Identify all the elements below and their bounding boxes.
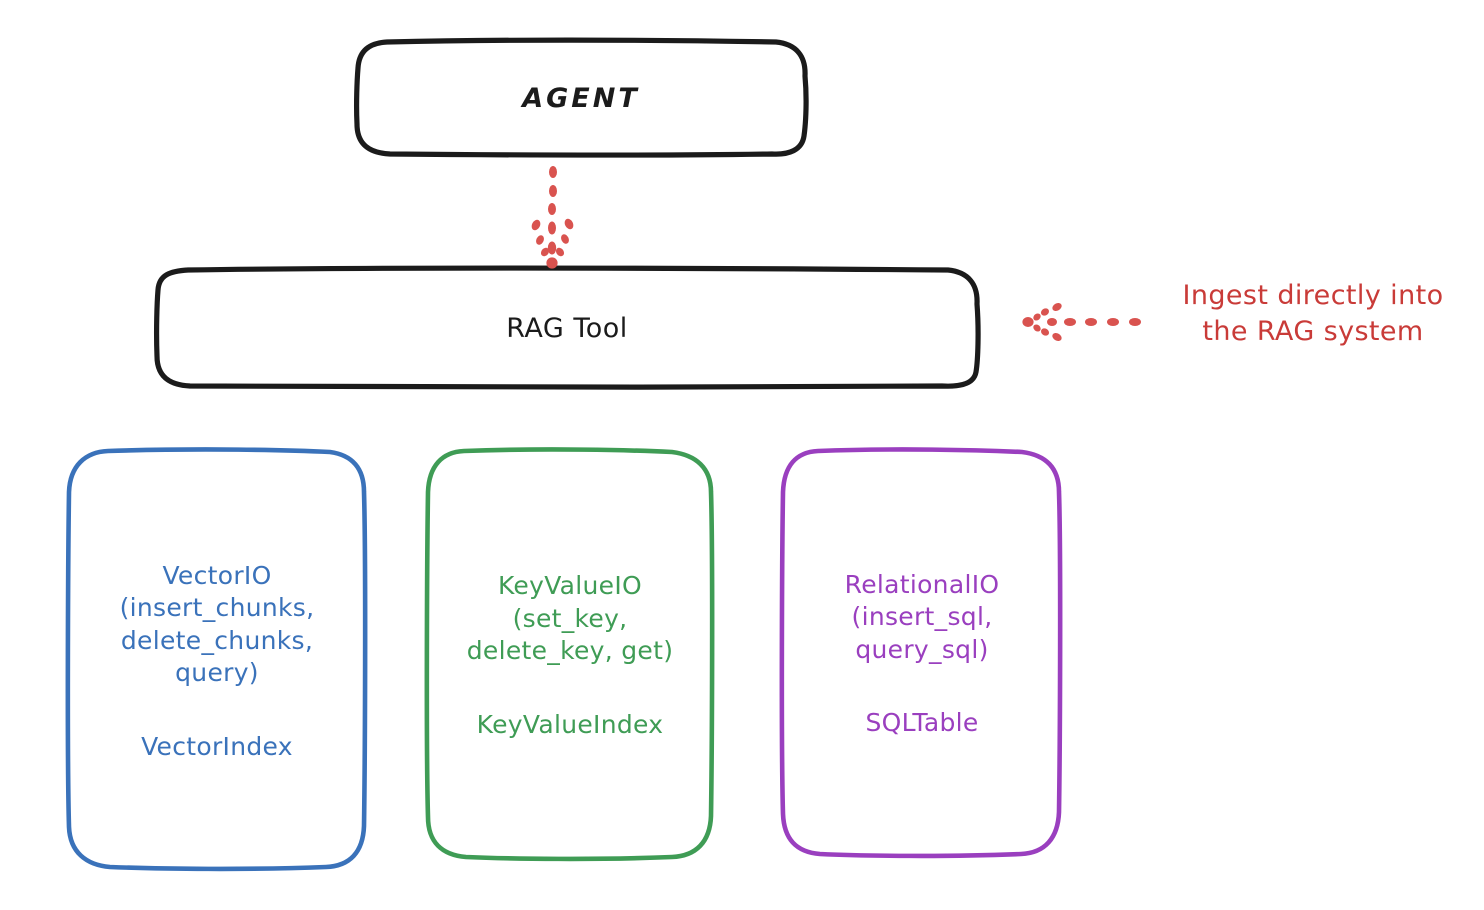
node-rag-tool[interactable]: RAG Tool — [156, 269, 978, 387]
vector-io-box-outline — [65, 447, 368, 872]
relational-io-title: RelationalIO (insert_sql, query_sql) — [844, 569, 1000, 664]
node-key-value-io[interactable]: KeyValueIO (set_key, delete_key, get) Ke… — [427, 450, 713, 859]
key-value-io-box-outline — [424, 447, 715, 862]
node-vector-io[interactable]: VectorIO (insert_chunks, delete_chunks, … — [68, 450, 366, 870]
rag-tool-box-outline — [153, 265, 981, 390]
agent-box-outline — [353, 37, 809, 158]
ingest-to-rag-tool-arrow — [1022, 303, 1141, 341]
ingest-annotation: Ingest directly into the RAG system — [1182, 280, 1444, 347]
agent-label: AGENT — [522, 82, 640, 114]
node-agent[interactable]: AGENT — [356, 41, 806, 155]
vector-index-label: VectorIndex — [141, 731, 293, 761]
rag-tool-label: RAG Tool — [506, 312, 628, 344]
key-value-index-label: KeyValueIndex — [476, 709, 664, 739]
sql-table-label: SQLTable — [865, 708, 979, 738]
relational-io-box-outline — [779, 447, 1063, 859]
vector-io-title: VectorIO (insert_chunks, delete_chunks, … — [119, 560, 315, 688]
key-value-io-title: KeyValueIO (set_key, delete_key, get) — [466, 571, 674, 666]
agent-to-rag-tool-arrow — [531, 166, 574, 269]
node-relational-io[interactable]: RelationalIO (insert_sql, query_sql) SQL… — [783, 450, 1061, 856]
